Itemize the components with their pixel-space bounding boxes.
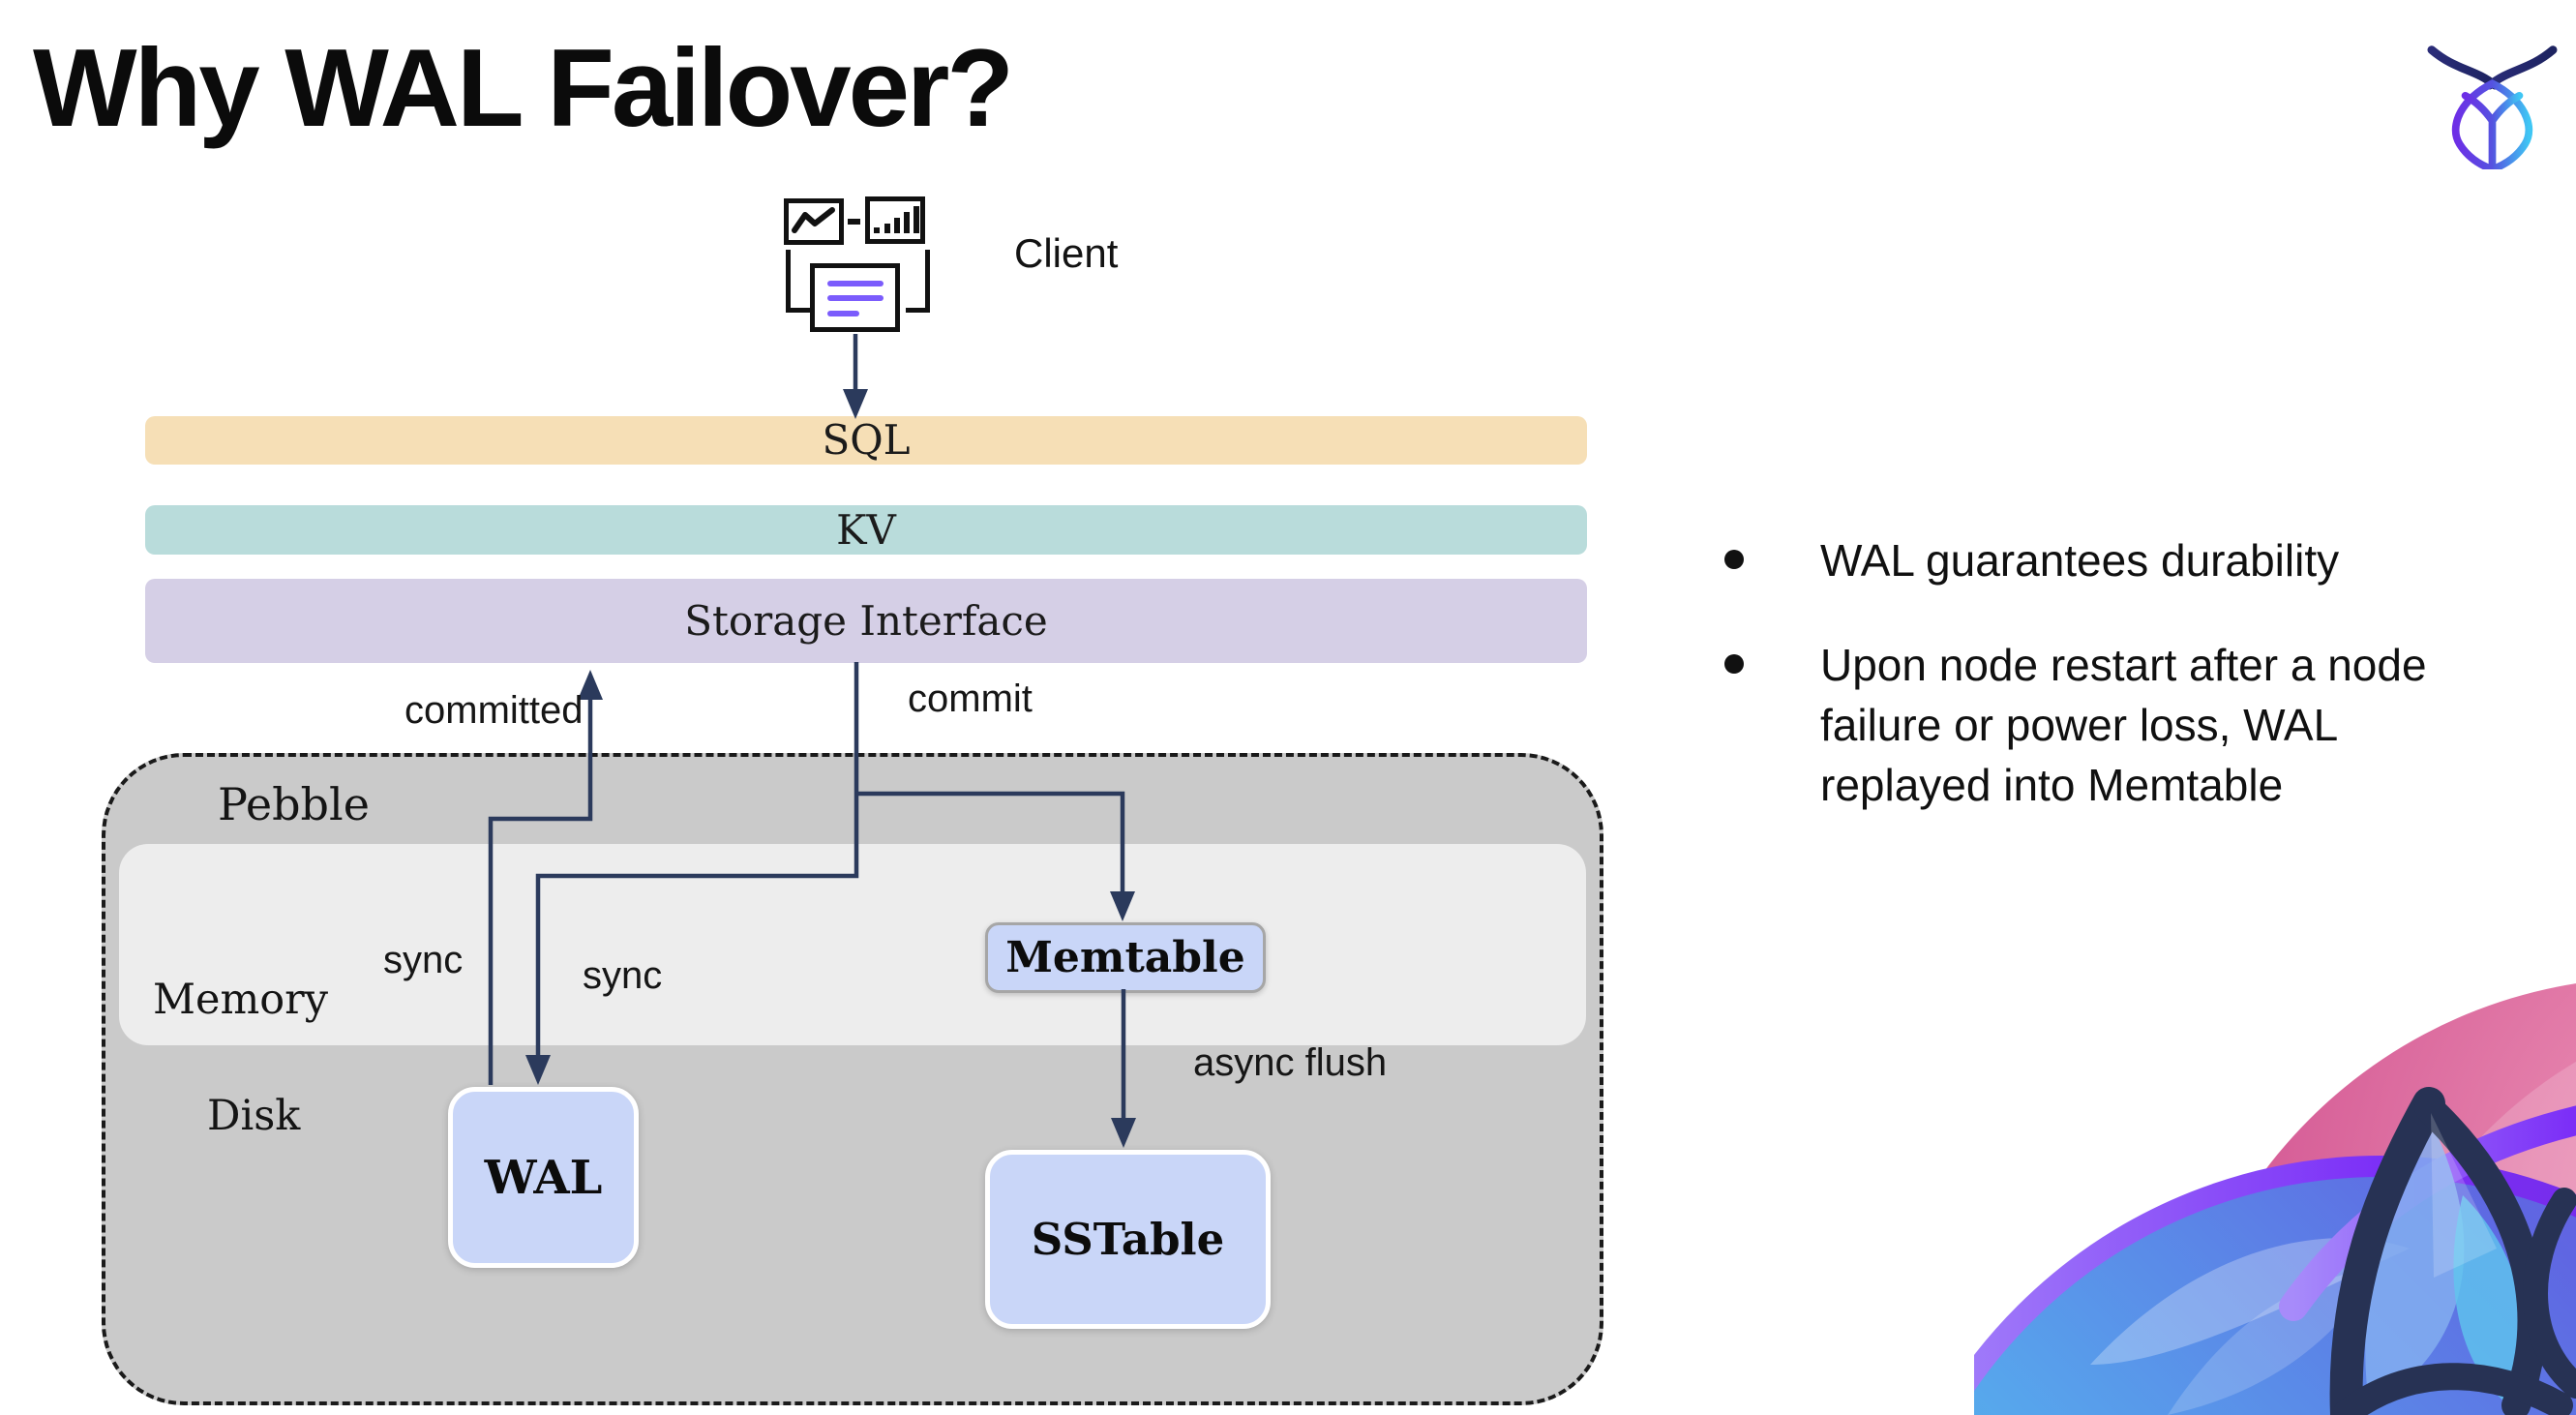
page-title: Why WAL Failover? (33, 27, 1014, 150)
committed-label: committed (404, 689, 584, 732)
layer-sql: SQL (145, 416, 1587, 465)
layer-storage-interface: Storage Interface (145, 579, 1587, 663)
sync-left-label: sync (383, 939, 464, 981)
wal-box: WAL (448, 1087, 639, 1268)
cockroachdb-logo-icon (2427, 45, 2558, 169)
brand-artwork (1974, 983, 2576, 1415)
memory-band (119, 844, 1586, 1045)
disk-label: Disk (207, 1092, 301, 1140)
layer-kv: KV (145, 505, 1587, 555)
arrowhead-sql (843, 389, 868, 419)
sstable-box: SSTable (985, 1150, 1271, 1329)
commit-label: commit (908, 677, 1033, 720)
pebble-label: Pebble (218, 778, 370, 830)
memory-label: Memory (153, 976, 328, 1024)
bar-chart-icon (865, 196, 925, 244)
bullet-list: WAL guarantees durability Upon node rest… (1721, 530, 2553, 859)
sync-right-label: sync (583, 954, 663, 997)
client-document-icon (810, 263, 900, 332)
bullet-text: WAL guarantees durability (1820, 535, 2340, 586)
dash-icon (848, 219, 860, 225)
bracket-right-icon (906, 250, 930, 313)
list-item: WAL guarantees durability (1721, 530, 2553, 590)
client-label: Client (1014, 230, 1119, 276)
bullet-dot-icon (1724, 654, 1744, 674)
async-flush-label: async flush (1193, 1041, 1388, 1084)
line-chart-icon (784, 198, 844, 245)
list-item: Upon node restart after a node failure o… (1721, 635, 2553, 815)
memtable-box: Memtable (985, 922, 1266, 993)
bullet-text: Upon node restart after a node failure o… (1820, 640, 2427, 810)
bracket-left-icon (786, 250, 810, 313)
bullet-dot-icon (1724, 550, 1744, 569)
